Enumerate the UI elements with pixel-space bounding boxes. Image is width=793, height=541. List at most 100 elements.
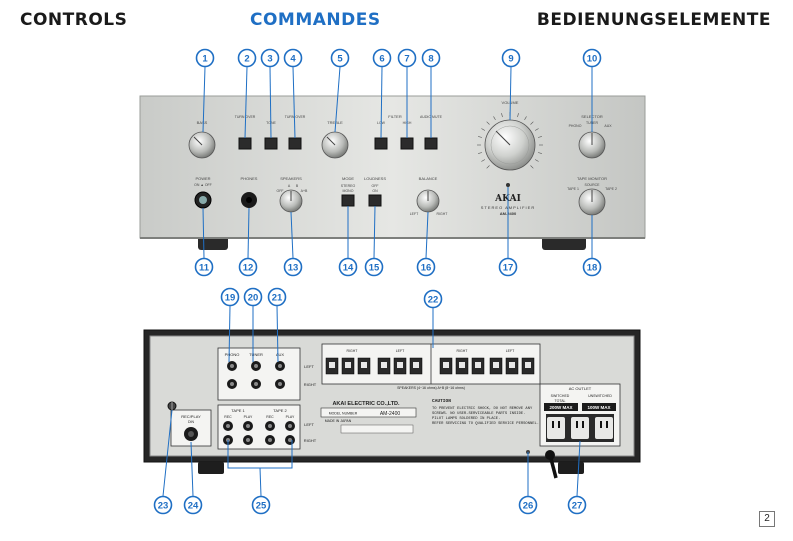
callout-17: 17 <box>500 259 517 276</box>
volume-knob[interactable] <box>485 120 535 170</box>
front-panel: BASS TURN OVER TONE TURN OVER TREBLE FIL… <box>140 96 645 250</box>
callout-number: 15 <box>369 262 380 273</box>
rear-left-label-1: LEFT <box>304 364 314 369</box>
mono-label: MONO <box>343 189 354 193</box>
speaker-terminal[interactable] <box>358 358 370 374</box>
callout-number: 23 <box>158 500 169 511</box>
speaker-terminal[interactable] <box>440 358 452 374</box>
balance-right-label: RIGHT <box>437 212 449 216</box>
bass-label: BASS <box>197 120 208 125</box>
callout-2: 2 <box>239 50 256 67</box>
callout-14: 14 <box>340 259 357 276</box>
speaker-terminal[interactable] <box>342 358 354 374</box>
speaker-terminal[interactable] <box>326 358 338 374</box>
callout-number: 8 <box>428 53 433 64</box>
rca-jack[interactable] <box>275 379 285 389</box>
bass-knob[interactable] <box>189 132 215 158</box>
tape1-rec-label: REC <box>224 415 232 419</box>
tape-rca-jack[interactable] <box>243 435 253 445</box>
ac-outlet-socket[interactable] <box>547 417 565 439</box>
callout-21: 21 <box>269 289 286 306</box>
callout-number: 11 <box>199 262 210 273</box>
selector-knob[interactable] <box>579 132 605 158</box>
speakers-knob[interactable] <box>280 190 302 212</box>
pilot-lamp <box>506 183 510 187</box>
aux-label-front: AUX <box>604 124 612 128</box>
callout-19: 19 <box>222 289 239 306</box>
speaker-terminal[interactable] <box>506 358 518 374</box>
callout-8: 8 <box>423 50 440 67</box>
tape-monitor-label: TAPE MONITOR <box>577 176 607 181</box>
callout-number: 9 <box>508 53 513 64</box>
tape-rca-jack[interactable] <box>223 421 233 431</box>
speaker-terminal[interactable] <box>522 358 534 374</box>
ac-outlet-socket[interactable] <box>571 417 589 439</box>
power-cord <box>545 450 556 478</box>
tape1-play-label: PLAY <box>244 415 253 419</box>
on-off-label: ON ▲ OFF <box>194 183 212 187</box>
balance-knob[interactable] <box>417 190 439 212</box>
low-filter-button[interactable] <box>375 138 387 149</box>
rca-jack[interactable] <box>251 361 261 371</box>
callout-number: 6 <box>379 53 384 64</box>
tone-button[interactable] <box>265 138 277 149</box>
ac-outlet-socket[interactable] <box>595 417 613 439</box>
speaker-terminal[interactable] <box>472 358 484 374</box>
callout-number: 7 <box>404 53 409 64</box>
tape-rca-jack[interactable] <box>285 421 295 431</box>
company-name: AKAI ELECTRIC CO.,LTD. <box>332 401 400 407</box>
rca-jack[interactable] <box>251 379 261 389</box>
callout-22: 22 <box>425 291 442 308</box>
din-label: DIN <box>188 420 195 424</box>
tape-rca-jack[interactable] <box>265 435 275 445</box>
rear-panel: PHONO TUNER AUX LEFT RIGHT TAPE 1 TAPE 2… <box>144 330 640 478</box>
turnover-button-bass[interactable] <box>239 138 251 149</box>
rear-aux-label: AUX <box>276 352 285 357</box>
loudness-off-label: OFF <box>372 184 379 188</box>
callout-number: 18 <box>587 262 598 273</box>
switched-label: SWITCHED <box>551 394 570 398</box>
tape-rca-jack[interactable] <box>285 435 295 445</box>
callout-1: 1 <box>197 50 214 67</box>
callout-number: 21 <box>272 292 283 303</box>
spk-b-left-label: LEFT <box>506 349 515 353</box>
rca-jack[interactable] <box>227 361 237 371</box>
rear-right-label-1: RIGHT <box>304 382 317 387</box>
power-switch[interactable] <box>195 192 211 208</box>
rca-jack[interactable] <box>275 361 285 371</box>
tape2-play-label: PLAY <box>286 415 295 419</box>
audio-mute-button[interactable] <box>425 138 437 149</box>
speaker-terminal[interactable] <box>490 358 502 374</box>
turnover-button-treble[interactable] <box>289 138 301 149</box>
speaker-terminal[interactable] <box>410 358 422 374</box>
phones-jack[interactable] <box>241 192 257 208</box>
tape-rca-jack[interactable] <box>265 421 275 431</box>
callout-15: 15 <box>366 259 383 276</box>
callout-number: 22 <box>428 294 439 305</box>
power-label: POWER <box>195 176 210 181</box>
tape-rca-jack[interactable] <box>243 421 253 431</box>
speaker-terminal[interactable] <box>394 358 406 374</box>
rear-left-label-2: LEFT <box>304 422 314 427</box>
caution-line-3: PILOT LAMPS SOLDERED IN PLACE. <box>432 417 500 421</box>
speaker-terminal[interactable] <box>456 358 468 374</box>
phones-label: PHONES <box>241 176 258 181</box>
rca-jack[interactable] <box>227 379 237 389</box>
callout-number: 10 <box>587 53 598 64</box>
loudness-label: LOUDNESS <box>364 176 386 181</box>
ground-terminal[interactable] <box>168 402 176 410</box>
din-socket[interactable] <box>184 427 198 441</box>
tape-monitor-knob[interactable] <box>579 189 605 215</box>
rear-right-label-2: RIGHT <box>304 438 317 443</box>
tape1-label: TAPE 1 <box>567 187 579 191</box>
high-filter-button[interactable] <box>401 138 413 149</box>
mode-button[interactable] <box>342 195 354 206</box>
callout-26: 26 <box>520 497 537 514</box>
loudness-button[interactable] <box>369 195 381 206</box>
caution-line-1: TO PREVENT ELECTRIC SHOCK, DO NOT REMOVE… <box>432 407 533 411</box>
speaker-terminal[interactable] <box>378 358 390 374</box>
tape2-rec-label: REC <box>266 415 274 419</box>
page-number: 2 <box>759 511 775 527</box>
caution-line-2: SCREWS. NO USER-SERVICEABLE PARTS INSIDE… <box>432 412 525 416</box>
treble-knob[interactable] <box>322 132 348 158</box>
